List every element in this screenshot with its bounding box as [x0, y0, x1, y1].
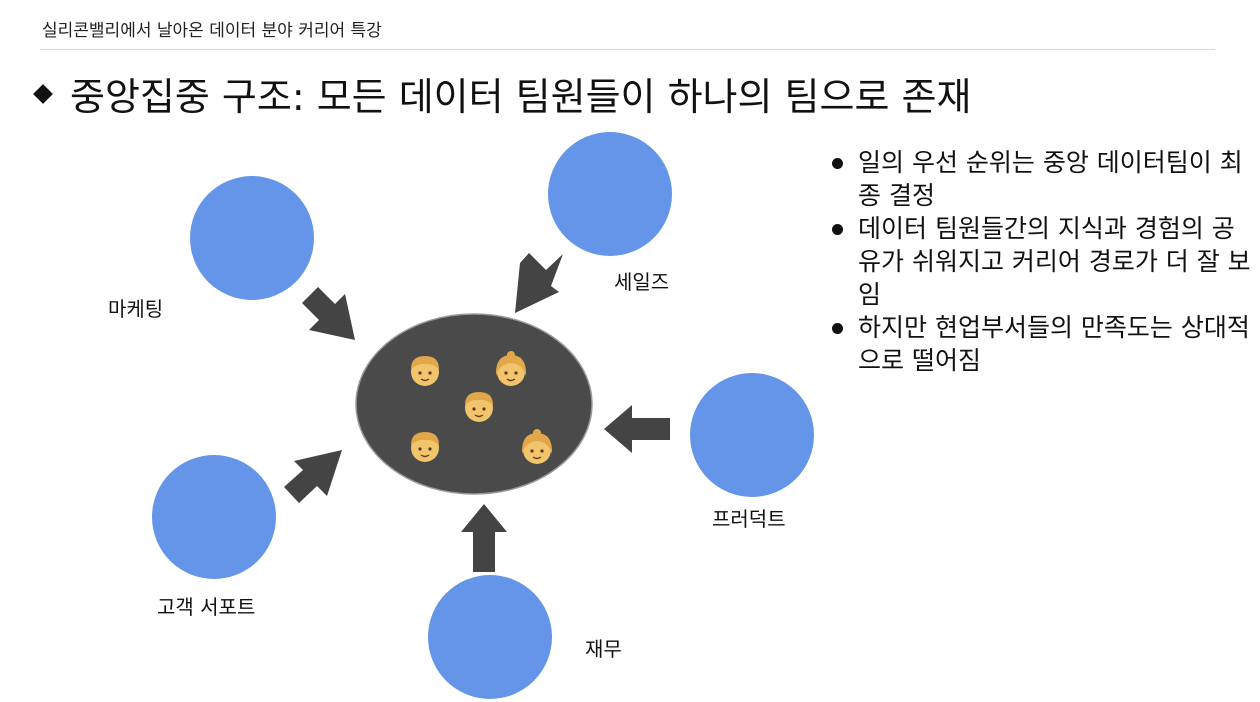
arrow-from-product [604, 405, 670, 453]
boy-icon [465, 392, 493, 422]
key-point: 데이터 팀원들간의 지식과 경험의 공유가 쉬워지고 커리어 경로가 더 잘 보… [832, 212, 1252, 311]
bullet-dot-icon [832, 323, 843, 334]
key-point: 하지만 현업부서들의 만족도는 상대적으로 떨어짐 [832, 311, 1252, 377]
slide-title: 중앙집중 구조: 모든 데이터 팀원들이 하나의 팀으로 존재 [70, 75, 972, 119]
product-label: 프러덕트 [712, 507, 786, 531]
arrow-from-marketing [302, 287, 355, 340]
finance-label: 재무 [585, 637, 622, 661]
key-points-list: 일의 우선 순위는 중앙 데이터팀이 최종 결정 데이터 팀원들간의 지식과 경… [832, 146, 1252, 377]
girl-icon [521, 429, 553, 464]
finance-node [428, 575, 552, 699]
boy-icon [411, 356, 439, 386]
sales-node [548, 132, 672, 256]
boy-icon [411, 432, 439, 462]
slide-title-row: 중앙집중 구조: 모든 데이터 팀원들이 하나의 팀으로 존재 [30, 66, 971, 121]
girl-icon [495, 351, 527, 386]
arrow-from-customer-support [284, 450, 342, 503]
marketing-label: 마케팅 [108, 297, 163, 321]
bullet-dot-icon [832, 158, 843, 169]
arrow-from-finance [461, 504, 507, 572]
key-point: 일의 우선 순위는 중앙 데이터팀이 최종 결정 [832, 146, 1252, 212]
product-node [690, 373, 814, 497]
header-divider [40, 49, 1215, 50]
lecture-header: 실리콘밸리에서 날아온 데이터 분야 커리어 특강 [42, 21, 382, 41]
customer-support-label: 고객 서포트 [157, 595, 255, 619]
customer-support-node [152, 455, 276, 579]
arrow-from-sales [515, 253, 563, 313]
sales-label: 세일즈 [614, 270, 669, 294]
bullet-dot-icon [832, 224, 843, 235]
marketing-node [190, 176, 314, 300]
